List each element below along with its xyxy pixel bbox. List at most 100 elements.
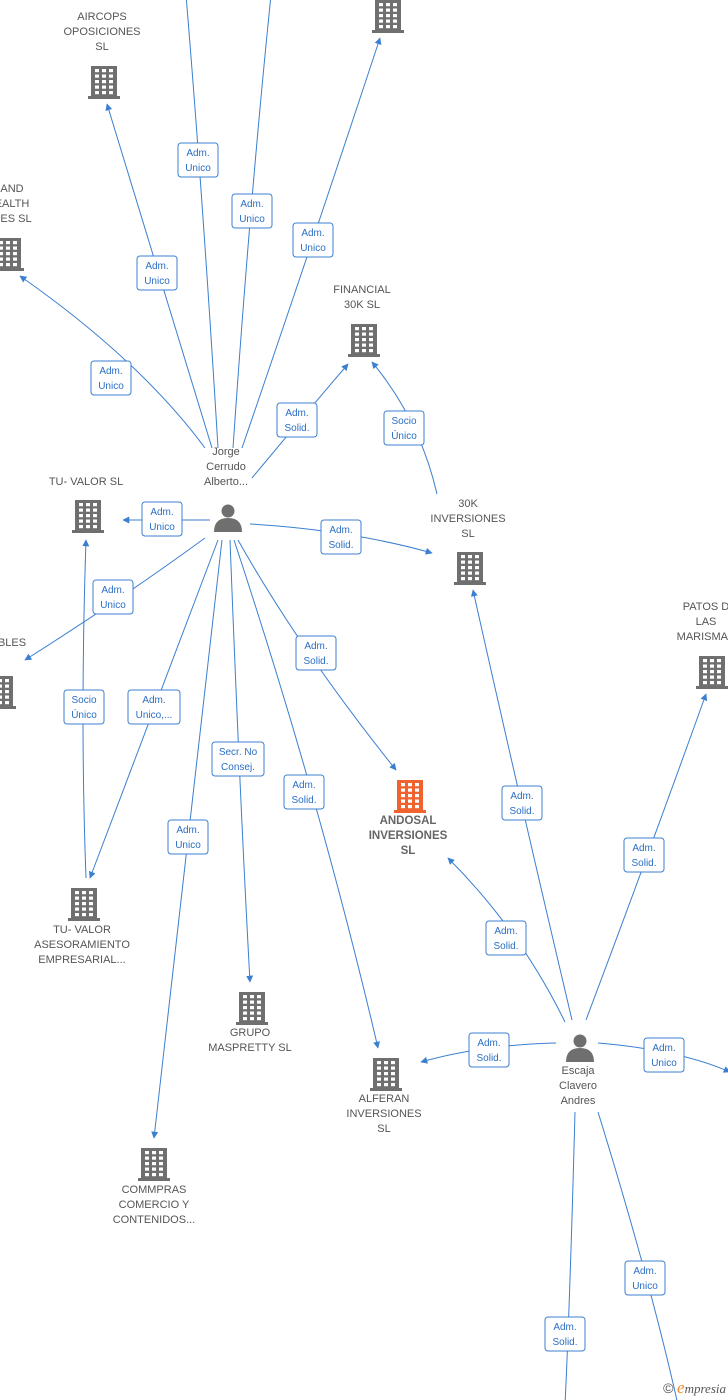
role-label: Solid. bbox=[291, 795, 316, 806]
node-label-commpras: COMMPRAS bbox=[122, 1184, 187, 1196]
role-badge-jorge-to-bles[interactable]: Adm.Unico bbox=[92, 579, 134, 615]
node-label-commpras: COMERCIO Y bbox=[119, 1199, 190, 1211]
role-label: Adm. bbox=[632, 843, 655, 854]
node-label-30k: INVERSIONES bbox=[430, 513, 505, 525]
empresia-watermark: © empresia bbox=[663, 1378, 726, 1397]
role-label: Unico bbox=[149, 522, 175, 533]
company-building-icon[interactable] bbox=[696, 656, 728, 689]
role-badge-escaja-to-offbottom1[interactable]: Adm. Unico bbox=[624, 1260, 666, 1296]
company-building-icon[interactable] bbox=[372, 0, 404, 33]
node-label-health: AND bbox=[0, 183, 23, 195]
role-badge-jorge-to-tuvalor[interactable]: Adm. Unico bbox=[141, 501, 183, 537]
company-building-icon[interactable] bbox=[370, 1058, 402, 1091]
person-icon[interactable] bbox=[566, 1034, 594, 1063]
role-label: Unico bbox=[632, 1281, 658, 1292]
company-building-icon[interactable] bbox=[0, 676, 16, 709]
company-building-icon[interactable] bbox=[72, 500, 104, 533]
role-badge-jorge-to-alferan[interactable]: Adm. Solid. bbox=[283, 774, 325, 810]
node-label-andosal: INVERSIONES bbox=[369, 830, 448, 842]
role-badge-jorge-to-andosal[interactable]: Adm.Solid. bbox=[295, 635, 337, 671]
role-badge-jorge-to-offtop1[interactable]: Adm.Unico bbox=[177, 142, 219, 178]
role-label: Solid. bbox=[284, 423, 309, 434]
nodes-layer: AIRCOPSOPOSICIONESSLANDEALTHCES SLFINANC… bbox=[0, 0, 728, 1226]
role-label: Unico bbox=[175, 840, 201, 851]
role-label: Unico bbox=[300, 243, 326, 254]
node-label-health: EALTH bbox=[0, 198, 29, 210]
company-building-icon[interactable] bbox=[138, 1148, 170, 1181]
role-label: Adm. bbox=[510, 791, 533, 802]
edge-jorge-to-maspretty bbox=[229, 539, 254, 983]
role-label: Adm. bbox=[633, 1266, 656, 1277]
company-building-icon[interactable] bbox=[236, 992, 268, 1025]
role-label: Adm. bbox=[240, 199, 263, 210]
node-label-escaja: Escaja bbox=[561, 1065, 595, 1077]
role-badge-escaja-to-offbottom2[interactable]: Adm.Solid. bbox=[544, 1316, 586, 1352]
node-label-patos: MARISMAS bbox=[677, 631, 728, 643]
node-label-alferan: ALFERAN bbox=[359, 1093, 410, 1105]
role-label: Solid. bbox=[476, 1053, 501, 1064]
company-building-icon[interactable] bbox=[348, 324, 380, 357]
edge-escaja-to-offbottom1 bbox=[597, 1111, 678, 1400]
company-building-icon[interactable] bbox=[0, 238, 24, 271]
node-label-financial: 30K SL bbox=[344, 299, 380, 311]
role-badge-escaja-to-30k[interactable]: Adm. Solid. bbox=[501, 785, 543, 821]
node-label-patos: LAS bbox=[696, 616, 717, 628]
role-badge-jorge-to-financial[interactable]: Adm. Solid. bbox=[276, 402, 318, 438]
role-label: Adm. bbox=[301, 228, 324, 239]
role-badge-jorge-to-30k[interactable]: Adm. Solid. bbox=[320, 519, 362, 555]
node-label-bles: BLES bbox=[0, 637, 26, 649]
role-badge-escaja-to-patos[interactable]: Adm.Solid. bbox=[623, 837, 665, 873]
role-label: Solid. bbox=[493, 941, 518, 952]
role-badge-escaja-to-andosal[interactable]: Adm.Solid. bbox=[485, 920, 527, 956]
role-badge-jorge-to-health[interactable]: Adm.Unico bbox=[90, 360, 132, 396]
role-label: Único bbox=[391, 429, 417, 442]
role-label: Solid. bbox=[328, 540, 353, 551]
node-label-30k: SL bbox=[461, 528, 474, 540]
role-label: Adm. bbox=[145, 261, 168, 272]
node-label-maspretty: GRUPO bbox=[230, 1027, 271, 1039]
role-label: Adm. bbox=[292, 780, 315, 791]
role-label: Adm. bbox=[150, 507, 173, 518]
node-label-tuvalorasesor: TU- VALOR bbox=[53, 924, 111, 936]
role-label: Adm. bbox=[652, 1043, 675, 1054]
role-badge-jorge-to-aircops[interactable]: Adm. Unico bbox=[136, 255, 178, 291]
role-badge-jorge-to-tuvalorasesor[interactable]: Adm.Unico,... bbox=[127, 689, 181, 725]
node-label-alferan: SL bbox=[377, 1123, 390, 1135]
node-label-aircops: OPOSICIONES bbox=[63, 26, 140, 38]
role-label: Adm. bbox=[329, 525, 352, 536]
node-label-aircops: AIRCOPS bbox=[77, 11, 127, 23]
role-badge-jorge-to-commpras[interactable]: Adm. Unico bbox=[167, 819, 209, 855]
edge-jorge-to-aircops bbox=[105, 103, 213, 449]
highlighted-company-building-icon[interactable] bbox=[394, 780, 426, 813]
role-label: Unico bbox=[651, 1058, 677, 1069]
role-label: Adm. bbox=[99, 366, 122, 377]
role-label: Adm. bbox=[304, 641, 327, 652]
role-badge-escaja-to-offright[interactable]: Adm. Unico bbox=[643, 1037, 685, 1073]
role-badge-escaja-to-alferan[interactable]: Adm.Solid. bbox=[468, 1032, 510, 1068]
node-label-tuvalorasesor: EMPRESARIAL... bbox=[38, 954, 125, 966]
role-label: Consej. bbox=[221, 762, 255, 773]
role-label: Unico bbox=[100, 600, 126, 611]
role-badge-jorge-to-top[interactable]: Adm. Unico bbox=[292, 222, 334, 258]
role-label: Adm. bbox=[186, 148, 209, 159]
node-label-jorge: Jorge bbox=[212, 446, 240, 458]
company-building-icon[interactable] bbox=[68, 888, 100, 921]
node-label-andosal: ANDOSAL bbox=[380, 815, 437, 827]
role-label: Adm. bbox=[176, 825, 199, 836]
node-label-aircops: SL bbox=[95, 41, 108, 53]
company-building-icon[interactable] bbox=[88, 66, 120, 99]
role-label: Unico bbox=[144, 276, 170, 287]
role-label: Adm. bbox=[285, 408, 308, 419]
person-icon[interactable] bbox=[214, 504, 242, 533]
role-label: Solid. bbox=[552, 1337, 577, 1348]
company-building-icon[interactable] bbox=[454, 552, 486, 585]
node-label-escaja: Andres bbox=[561, 1095, 596, 1107]
node-label-jorge: Cerrudo bbox=[206, 461, 246, 473]
role-label: Solid. bbox=[509, 806, 534, 817]
role-badge-jorge-to-offtop2[interactable]: Adm.Unico bbox=[231, 193, 273, 229]
node-label-30k: 30K bbox=[458, 498, 478, 510]
